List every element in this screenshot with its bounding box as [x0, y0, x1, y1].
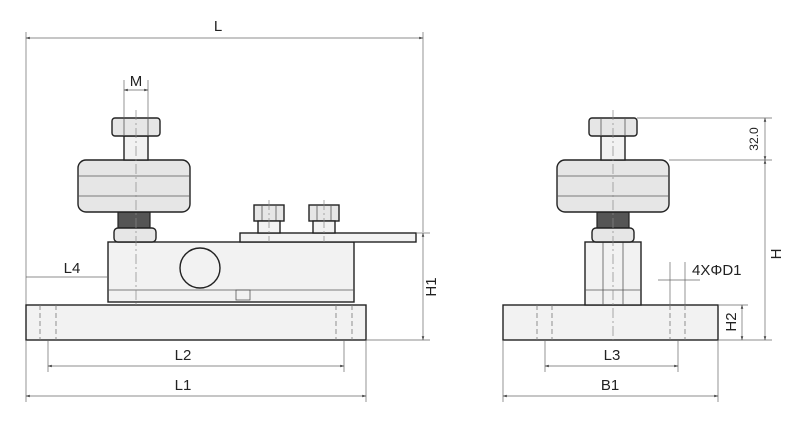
washer [113, 227, 157, 243]
label-b1: B1 [601, 377, 619, 394]
label-d1: 4XΦD1 [692, 262, 742, 279]
label-h1: H1 [423, 277, 440, 296]
label-32: 32.0 [747, 127, 761, 151]
side-base-plate [502, 304, 719, 341]
mounting-bolt [308, 200, 340, 242]
load-cell-body [107, 241, 355, 303]
label-l3: L3 [604, 347, 621, 364]
load-cell-bore [179, 247, 221, 289]
label-m: M [130, 73, 143, 90]
label-l4: L4 [64, 260, 81, 277]
label-l1: L1 [175, 377, 192, 394]
front-view: L M L4 L2 L1 H1 [25, 18, 440, 402]
top-plate [239, 232, 417, 243]
label-l2: L2 [175, 347, 192, 364]
side-view: 32.0 H 4XΦD1 H2 L3 B1 [502, 110, 785, 402]
label-h: H [768, 249, 785, 260]
label-h2: H2 [723, 312, 740, 331]
lock-nut [117, 211, 151, 229]
label-l: L [214, 18, 222, 35]
load-cap [77, 159, 191, 213]
base-plate [25, 304, 367, 341]
mounting-bolt [253, 200, 285, 242]
